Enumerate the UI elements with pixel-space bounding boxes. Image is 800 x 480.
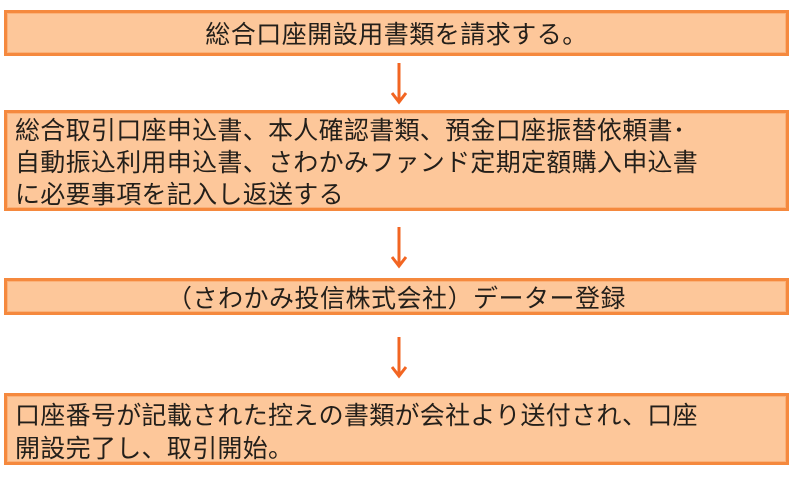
flow-step-fill-and-return-forms: 総合取引口座申込書、本人確認書類、預金口座振替依頼書･ 自動振込利用申込書、さわ…: [4, 110, 789, 211]
step-text-line: 開設完了し、取引開始。: [15, 434, 294, 463]
flow-step-account-opened: 口座番号が記載された控えの書類が会社より送付され、口座 開設完了し、取引開始。: [4, 393, 789, 465]
step-text-line: に必要事項を記入し返送する: [15, 180, 344, 209]
arrow-down-icon: [391, 227, 407, 269]
step-text: （さわかみ投信株式会社）データー登録: [166, 283, 626, 313]
step-text-line: 自動振込利用申込書、さわかみファンド定期定額購入申込書: [15, 148, 699, 177]
arrow-down-icon: [391, 337, 407, 379]
step-text: 総合口座開設用書類を請求する。: [205, 20, 588, 49]
flow-step-data-registration: （さわかみ投信株式会社）データー登録: [4, 278, 789, 315]
step-text-line: 総合取引口座申込書、本人確認書類、預金口座振替依頼書･: [15, 116, 686, 145]
flow-step-request-documents: 総合口座開設用書類を請求する。: [4, 10, 789, 56]
arrow-down-icon: [391, 63, 407, 105]
step-text-line: 口座番号が記載された控えの書類が会社より送付され、口座: [15, 401, 698, 430]
